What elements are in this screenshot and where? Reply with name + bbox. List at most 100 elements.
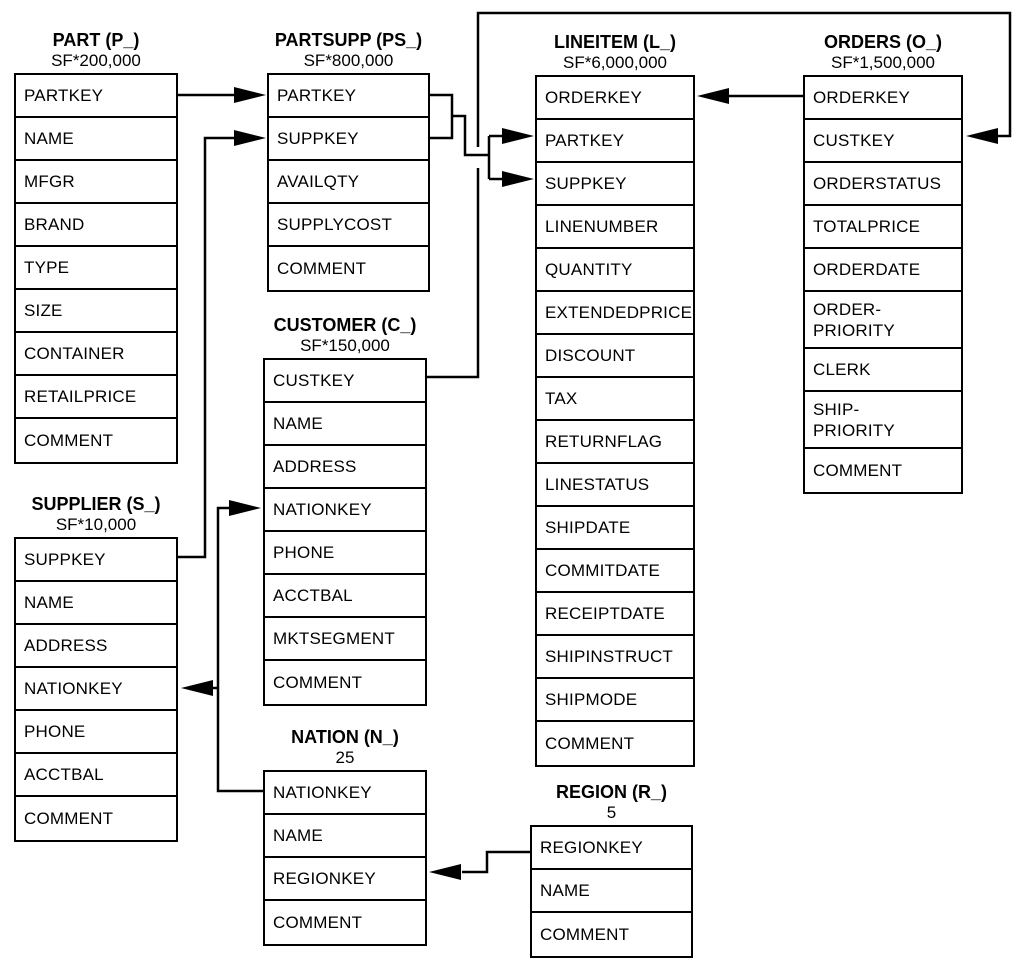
column-cell: DISCOUNT xyxy=(537,335,693,378)
column-cell: CUSTKEY xyxy=(265,360,425,403)
column-cell: SUPPLYCOST xyxy=(269,204,428,247)
column-cell: TAX xyxy=(537,378,693,421)
column-cell: SUPPKEY xyxy=(269,118,428,161)
table-title: PARTSUPP (PS_) xyxy=(274,30,423,50)
arrow-orders-orderkey-to-lineitem-orderkey xyxy=(697,88,803,104)
column-cell: LINENUMBER xyxy=(537,206,693,249)
column-cell: PARTKEY xyxy=(16,75,176,118)
column-cell: COMMENT xyxy=(540,925,630,944)
column-cell: ACCTBAL xyxy=(265,575,425,618)
column-cell: NAME xyxy=(16,582,176,625)
column-cell: COMMENT xyxy=(545,734,635,753)
column-cell: PHONE xyxy=(265,532,425,575)
column-cell: AVAILQTY xyxy=(269,161,428,204)
table-cardinality: 5 xyxy=(606,803,617,822)
column-cell: EXTENDEDPRICE xyxy=(537,292,693,335)
column-cell: MKTSEGMENT xyxy=(265,618,425,661)
column-cell: ADDRESS xyxy=(265,446,425,489)
table-title: CUSTOMER (C_) xyxy=(273,315,417,335)
column-cell: COMMENT xyxy=(277,259,367,278)
table-cardinality: SF*6,000,000 xyxy=(563,53,667,72)
column-cell: NAME xyxy=(265,403,425,446)
column-cell: LINESTATUS xyxy=(537,464,693,507)
table-cardinality: SF*10,000 xyxy=(55,515,137,534)
column-cell: NAME xyxy=(16,118,176,161)
column-cell: QUANTITY xyxy=(537,249,693,292)
arrow-region-regionkey-to-nation-regionkey xyxy=(429,850,530,880)
column-cell: NAME xyxy=(265,815,425,858)
table-cardinality: SF*1,500,000 xyxy=(831,53,935,72)
table-title: REGION (R_) xyxy=(555,782,667,802)
column-cell: PARTKEY xyxy=(537,120,693,163)
column-cell: BRAND xyxy=(16,204,176,247)
arrow-nation-nationkey-to-customer-nationkey xyxy=(216,500,263,793)
column-cell: CLERK xyxy=(805,349,961,392)
column-cell: SHIPMODE xyxy=(537,679,693,722)
column-cell: SUPPKEY xyxy=(537,163,693,206)
column-cell: COMMENT xyxy=(24,809,114,828)
column-cell: CONTAINER xyxy=(16,333,176,376)
column-cell: RETURNFLAG xyxy=(537,421,693,464)
column-cell: ORDERSTATUS xyxy=(805,163,961,206)
column-cell: COMMENT xyxy=(273,913,363,932)
table-cardinality: SF*150,000 xyxy=(300,336,390,355)
column-cell: NATIONKEY xyxy=(16,668,176,711)
column-cell: ORDERKEY xyxy=(537,77,693,120)
arrow-nation-nationkey-to-supplier-nationkey xyxy=(181,680,218,696)
column-cell: RETAILPRICE xyxy=(16,376,176,419)
column-cell: COMMENT xyxy=(24,431,114,450)
column-cell: SHIP- PRIORITY xyxy=(805,392,961,449)
column-cell: PARTKEY xyxy=(269,75,428,118)
column-cell: COMMENT xyxy=(273,673,363,692)
arrow-partsupp-to-lineitem-partkey-suppkey xyxy=(430,93,534,187)
column-cell: PHONE xyxy=(16,711,176,754)
column-cell: SIZE xyxy=(16,290,176,333)
column-cell: SHIPDATE xyxy=(537,507,693,550)
table-cardinality: SF*200,000 xyxy=(51,51,141,70)
column-cell: NATIONKEY xyxy=(265,489,425,532)
column-cell: RECEIPTDATE xyxy=(537,593,693,636)
column-cell: SUPPKEY xyxy=(16,539,176,582)
column-cell: COMMENT xyxy=(813,461,903,480)
table-title: NATION (N_) xyxy=(291,727,399,747)
column-cell: SHIPINSTRUCT xyxy=(537,636,693,679)
column-cell: TYPE xyxy=(16,247,176,290)
column-cell: ORDERKEY xyxy=(805,77,961,120)
column-cell: ORDER- PRIORITY xyxy=(805,292,961,349)
column-cell: COMMITDATE xyxy=(537,550,693,593)
table-cardinality: SF*800,000 xyxy=(303,51,394,70)
table-title: ORDERS (O_) xyxy=(823,32,942,52)
arrow-supplier-suppkey-to-partsupp-suppkey xyxy=(178,130,266,559)
column-cell: ORDERDATE xyxy=(805,249,961,292)
column-cell: CUSTKEY xyxy=(805,120,961,163)
table-title: LINEITEM (L_) xyxy=(554,32,676,52)
arrow-part-partkey-to-partsupp-partkey xyxy=(178,87,266,103)
column-cell: TOTALPRICE xyxy=(805,206,961,249)
column-cell: ACCTBAL xyxy=(16,754,176,797)
table-title: SUPPLIER (S_) xyxy=(31,494,161,514)
column-cell: REGIONKEY xyxy=(532,827,691,870)
table-title: PART (P_) xyxy=(52,30,140,50)
column-cell: ADDRESS xyxy=(16,625,176,668)
column-cell: MFGR xyxy=(16,161,176,204)
column-cell: NATIONKEY xyxy=(265,772,425,815)
column-cell: NAME xyxy=(532,870,691,913)
column-cell: REGIONKEY xyxy=(265,858,425,901)
